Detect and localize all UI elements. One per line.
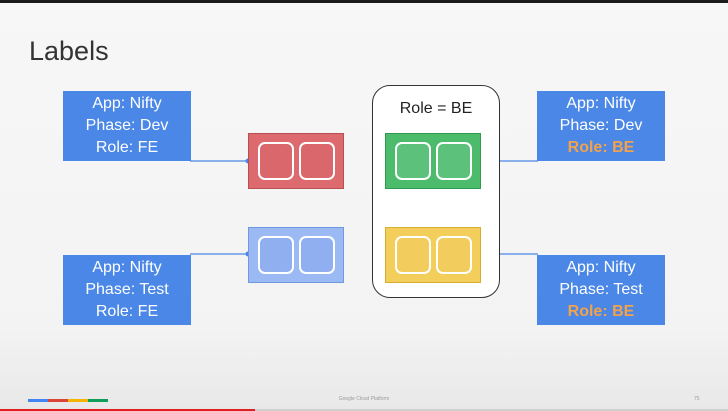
top-bar (0, 0, 728, 3)
label-phase: Phase: Test (85, 281, 169, 298)
label-box-top-left: App: Nifty Phase: Dev Role: FE (63, 91, 191, 161)
slide (0, 3, 728, 411)
label-role: Role: FE (95, 139, 159, 156)
label-app: App: Nifty (92, 259, 162, 276)
slide-title: Labels (29, 36, 109, 66)
label-phase: Phase: Dev (85, 117, 169, 134)
label-role: Role: FE (95, 303, 159, 320)
footer-text: Google Cloud Platform (338, 396, 390, 402)
container-icon (257, 236, 294, 274)
label-phase: Phase: Dev (559, 117, 643, 134)
container-icon (394, 142, 431, 180)
label-phase: Phase: Test (559, 281, 643, 298)
container-icon (435, 142, 472, 180)
service-title: Role = BE (399, 100, 473, 117)
container-icon (257, 142, 294, 180)
pod-backend-test (385, 227, 481, 283)
video-progress-bar[interactable] (0, 409, 255, 411)
label-app: App: Nifty (92, 95, 162, 112)
label-role-highlight: Role: BE (567, 303, 635, 320)
container-icon (394, 236, 431, 274)
brand-color-bar (28, 399, 108, 402)
label-role-highlight: Role: BE (567, 139, 635, 156)
page-number: 75 (694, 396, 700, 402)
container-icon (298, 236, 335, 274)
container-icon (298, 142, 335, 180)
label-app: App: Nifty (566, 259, 636, 276)
video-progress-track[interactable] (0, 409, 728, 411)
label-box-bottom-left: App: Nifty Phase: Test Role: FE (63, 255, 191, 325)
pod-frontend-test (248, 227, 344, 283)
label-box-top-right: App: Nifty Phase: Dev Role: BE (537, 91, 665, 161)
container-icon (435, 236, 472, 274)
label-box-bottom-right: App: Nifty Phase: Test Role: BE (537, 255, 665, 325)
pod-backend-dev (385, 133, 481, 189)
label-app: App: Nifty (566, 95, 636, 112)
pod-frontend-dev (248, 133, 344, 189)
